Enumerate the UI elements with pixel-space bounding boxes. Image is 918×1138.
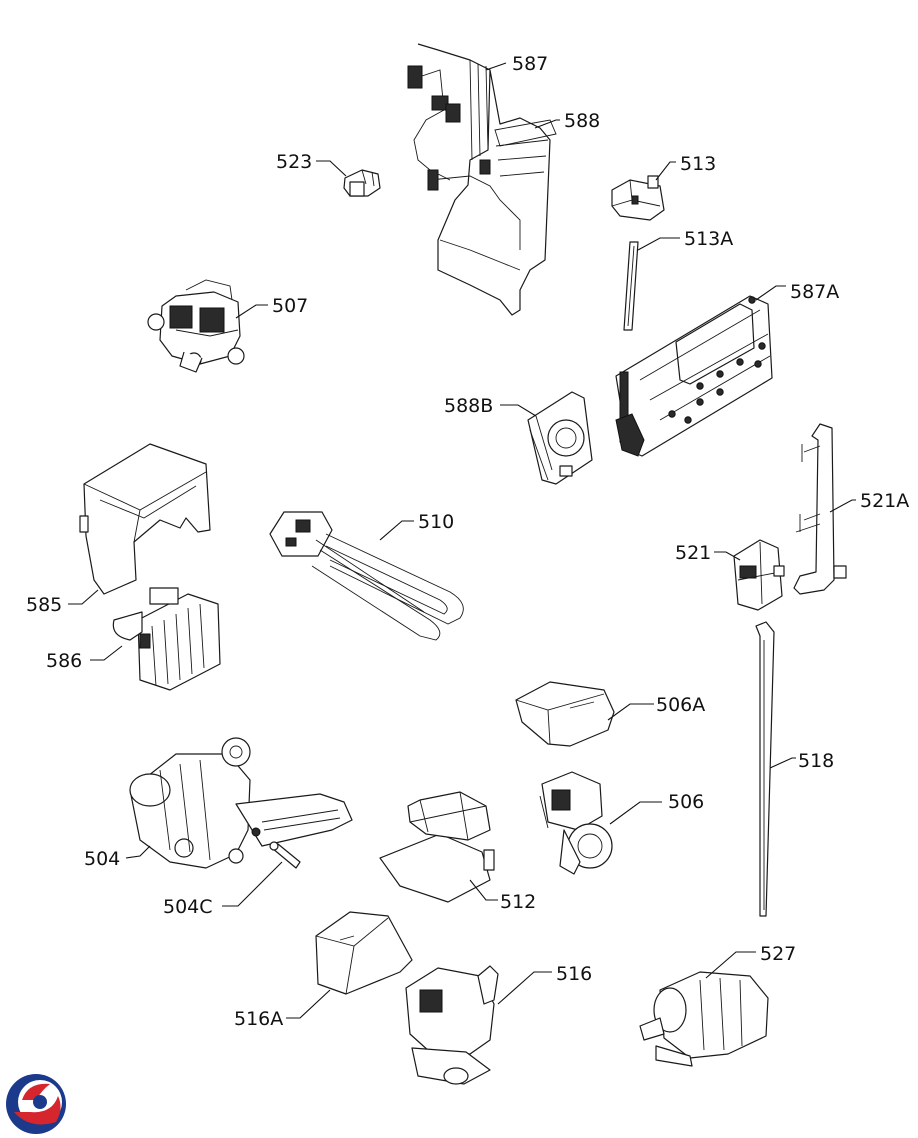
leader-512 [469,879,498,901]
leader-513A [637,237,680,251]
part-585-cover[interactable] [79,443,211,595]
part-507-inlet-valve[interactable] [147,279,245,373]
callout-521A: 521A [860,490,909,512]
leader-585 [68,589,99,605]
callout-516A: 516A [234,1008,283,1030]
part-506A-pump-cover[interactable] [515,681,615,747]
leader-516 [497,971,552,1005]
part-516A-pump-cover[interactable] [315,911,413,995]
callout-507: 507 [272,295,308,317]
part-516-drain-pump[interactable] [405,965,499,1085]
leader-587A [755,285,786,301]
part-588B-pressure-switch[interactable] [527,391,593,485]
part-523-clip[interactable] [343,169,381,197]
callout-512: 512 [500,891,536,913]
part-510-heating-element[interactable] [269,511,464,641]
leader-506A [607,703,654,721]
leader-521 [714,551,741,561]
callout-506A: 506A [656,694,705,716]
part-513A-rod[interactable] [623,241,639,331]
leader-507 [235,304,268,319]
part-506-drain-pump[interactable] [539,771,613,875]
callout-516: 516 [556,963,592,985]
callout-504: 504 [84,848,120,870]
part-586-filter[interactable] [112,587,221,691]
callout-586: 586 [46,650,82,672]
callout-513: 513 [680,153,716,175]
callout-587: 587 [512,53,548,75]
leader-523 [316,160,347,177]
callout-588: 588 [564,110,600,132]
brand-logo-icon [6,1074,66,1134]
part-521A-bracket[interactable] [793,423,847,595]
leader-506 [609,801,662,825]
part-512-pump-bracket[interactable] [379,791,495,903]
leader-527 [705,951,756,979]
callout-521: 521 [675,542,711,564]
leader-587 [485,62,507,71]
leader-504 [125,845,151,859]
part-504-motor[interactable] [129,737,353,869]
leader-510 [379,520,414,541]
callout-585: 585 [26,594,62,616]
callout-588B: 588B [444,395,493,417]
leader-586 [90,645,123,661]
callout-523: 523 [276,151,312,173]
leader-588B [500,404,537,417]
callout-587A: 587A [790,281,839,303]
callout-527: 527 [760,943,796,965]
callout-504C: 504C [163,896,213,918]
part-587-control-bracket[interactable] [407,43,557,316]
part-521-door-lock[interactable] [733,539,785,611]
leader-521A [829,499,856,513]
leader-518 [769,757,796,769]
leader-516A [286,989,331,1019]
part-513-actuator[interactable] [611,175,665,221]
leader-588 [534,119,560,129]
callout-506: 506 [668,791,704,813]
callout-518: 518 [798,750,834,772]
part-527-circulation-pump[interactable] [639,971,769,1067]
part-587A-ui-board[interactable] [615,295,773,457]
callout-513A: 513A [684,228,733,250]
callout-510: 510 [418,511,454,533]
part-518-rod[interactable] [755,621,775,917]
leader-513 [655,161,676,181]
part-504C-screw[interactable] [269,841,301,869]
leader-504C [222,861,283,907]
